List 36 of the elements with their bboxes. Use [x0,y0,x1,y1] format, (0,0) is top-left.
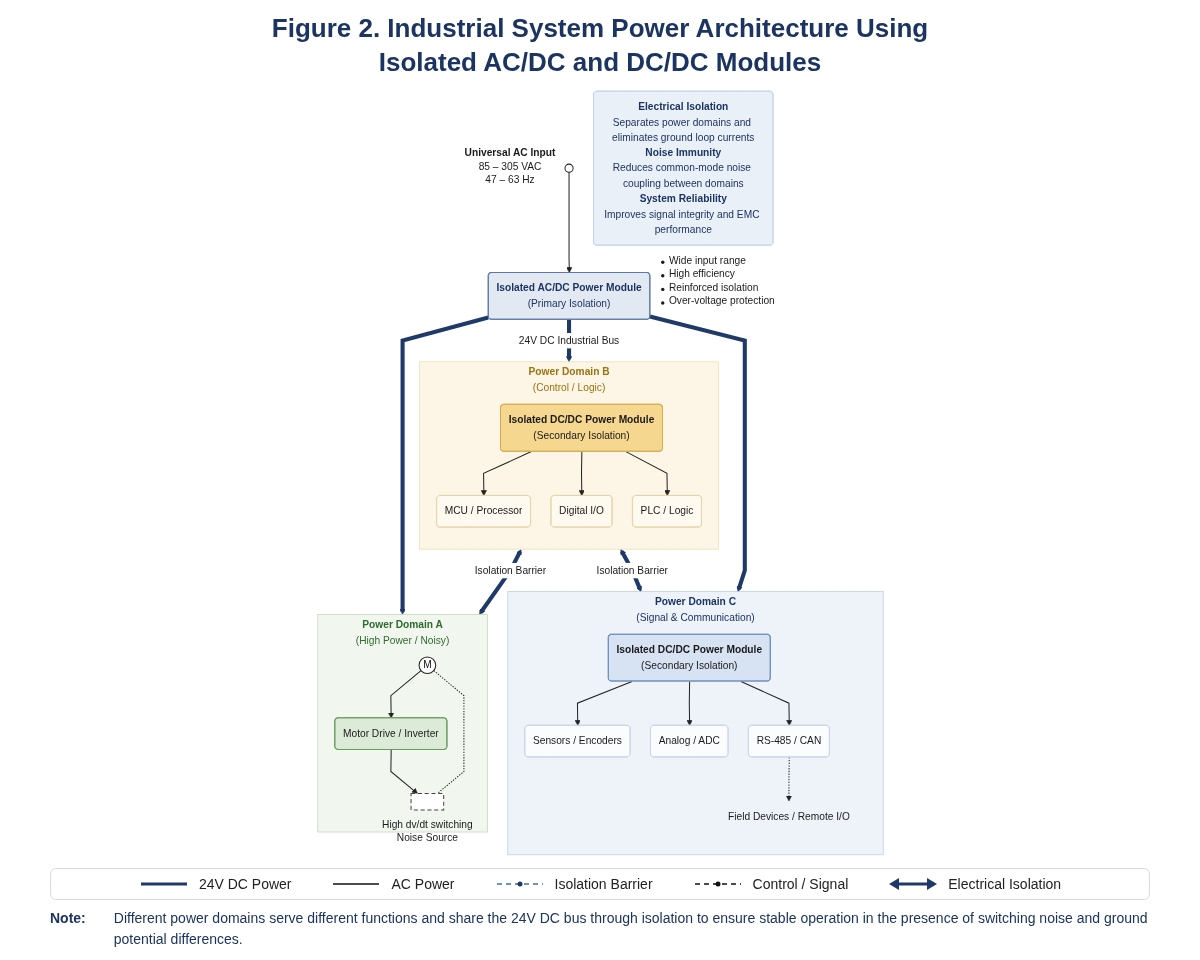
feature-list-item: High efficiency [668,267,735,279]
node-box [410,792,444,811]
feature-list-item: Reinforced isolation [668,281,758,293]
feature-list-item: Wide input range [668,254,746,266]
annotation-text: High dv/dt switching Noise Source [381,818,473,843]
arrow [389,749,418,794]
arrow [480,450,532,496]
feature-list-item: Over-voltage protection [668,295,775,307]
input-spec-heading: Universal AC Input [464,146,555,158]
note-text: Different power domains serve different functions and share the 24V DC bus through isolation to ensure stable operation in the presence of switching noise and ground potential differences. [113,909,1149,949]
arrow [578,450,585,496]
node-circle [563,163,574,173]
figure-title: Figure 2. Industrial System Power Architecture Using Isolated AC/DC and DC/DC Modules [270,12,930,79]
arrow [648,314,747,592]
arrow [574,680,633,726]
node-circle: M [418,656,436,674]
arrow [739,680,792,726]
note-label: Note: [50,909,86,928]
edge-label: Isolation Barrier [474,563,546,576]
arrow [785,756,792,802]
arrow [686,680,693,726]
legend-label: Isolation Barrier [554,876,653,892]
arrow [565,171,572,273]
edge-label: Isolation Barrier [596,563,668,576]
connector [432,669,464,794]
legend-label: Control / Signal [752,876,849,892]
arrow [624,450,670,496]
legend-label: Electrical Isolation [948,876,1062,892]
legend-label: 24V DC Power [198,876,292,892]
input-spec-text: 85 – 305 VAC [478,160,541,172]
arrow [399,315,489,615]
input-spec-text: 47 – 63 Hz [484,173,535,185]
edge-label: 24V DC Industrial Bus [518,334,619,346]
node-text: Field Devices / Remote I/O [727,810,850,822]
legend-label: AC Power [391,876,455,892]
arrow [387,669,421,719]
